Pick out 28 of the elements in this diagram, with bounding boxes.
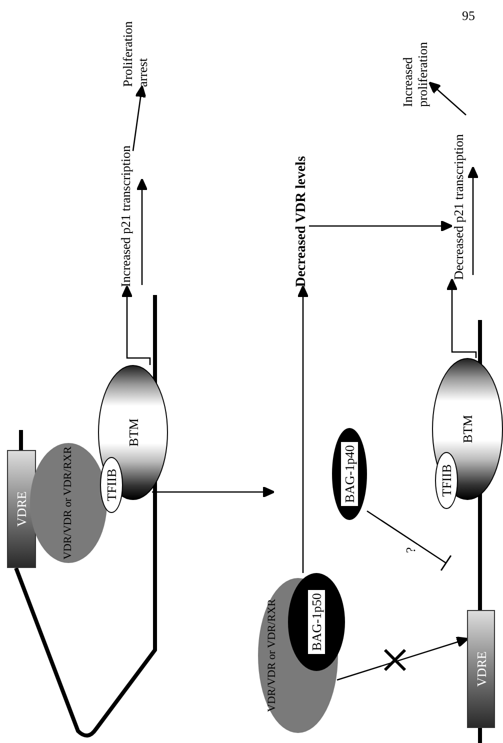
outcome-text: Decreased p21 transcription — [451, 110, 466, 280]
outcome-text: Increased proliferation — [400, 21, 430, 107]
arrow — [336, 636, 469, 681]
outcome-text: Decreased VDR levels — [294, 109, 309, 287]
arrow — [152, 486, 275, 498]
outcome-text: Increased p21 transcription — [118, 119, 133, 287]
protein-label: VDR/VDR or VDR/RXR — [265, 599, 279, 712]
protein-label: VDR/VDR or VDR/RXR — [61, 446, 75, 560]
protein-label: BAG-1p40 — [340, 441, 359, 507]
protein-ellipse — [435, 452, 458, 509]
arrow — [428, 82, 466, 116]
arrow — [121, 285, 151, 365]
protein-label: BAG-1p50 — [307, 589, 326, 655]
inhibition-line — [366, 510, 452, 572]
protein-label: TFIIB — [104, 468, 119, 502]
protein-label: BTM — [126, 418, 140, 447]
arrow — [446, 278, 477, 358]
element-label: VDRE — [474, 651, 488, 687]
arrow — [309, 220, 453, 232]
dna-element-box — [467, 610, 495, 728]
dna-element-box — [7, 450, 36, 568]
outcome-text: Proliferation arrest — [120, 3, 150, 87]
protein-label: TFIIB — [439, 464, 454, 497]
arrow — [132, 85, 146, 152]
arrow — [297, 285, 309, 573]
protein-label: BTM — [460, 414, 475, 444]
element-label: VDRE — [14, 491, 29, 527]
page-number: 95 — [462, 8, 475, 23]
